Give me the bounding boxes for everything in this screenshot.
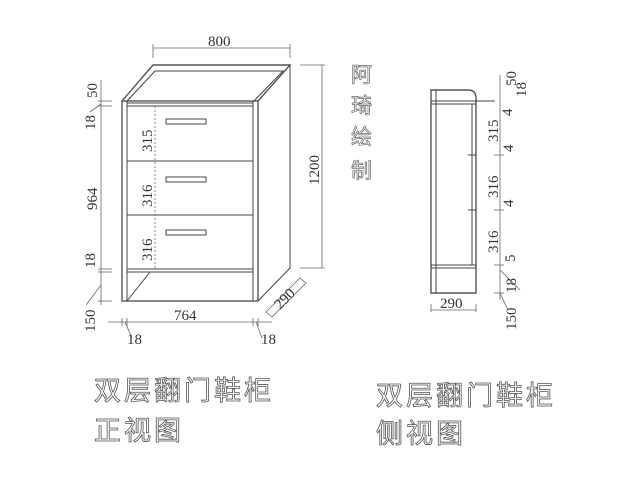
svg-text:琦: 琦 (351, 94, 372, 118)
side-dim-door-1: 315 (486, 120, 502, 143)
cabinet-body (121, 100, 259, 302)
dim-middle-span: 964 (85, 187, 101, 210)
side-dim-gap-2: 4 (501, 144, 517, 152)
side-caption-view: 侧视图 (376, 419, 466, 450)
signature: 阿 琦 绘 制 (351, 63, 373, 184)
dim-overall-height: 1200 (307, 155, 323, 185)
side-dim-bottom-board: 18 (504, 278, 520, 293)
front-caption-view: 正视图 (94, 416, 184, 447)
drawer-handle-1 (165, 118, 207, 125)
svg-text:绘: 绘 (351, 125, 372, 149)
side-dim-top: 50 (504, 71, 520, 86)
dim-door-3: 316 (140, 238, 156, 261)
dim-door-1: 315 (140, 130, 156, 153)
svg-text:制: 制 (351, 159, 372, 183)
front-caption-title: 双层翻门鞋柜 (94, 376, 274, 407)
side-panel (257, 65, 291, 302)
dim-depth: 290 (272, 286, 299, 313)
dim-base: 150 (83, 310, 99, 333)
dim-door-2: 316 (140, 184, 156, 207)
side-dim-top-board: 18 (514, 82, 530, 97)
side-dim-door-3: 316 (486, 230, 502, 253)
dim-overall-width: 800 (208, 34, 231, 50)
front-view: 800 1200 50 18 964 18 150 315 316 316 76… (83, 34, 325, 348)
drawer-handle-2 (165, 176, 207, 183)
side-body (430, 89, 477, 294)
side-caption-title: 双层翻门鞋柜 (376, 381, 556, 412)
dim-top-board: 18 (83, 115, 99, 130)
side-dim-depth: 290 (440, 296, 463, 312)
top-board-outline (121, 64, 292, 102)
side-dim-gap-4: 5 (503, 255, 519, 263)
dim-left-side: 18 (127, 332, 142, 348)
side-dim-door-2: 316 (486, 175, 502, 198)
side-view: 50 18 4 315 4 316 4 316 5 18 150 290 (430, 71, 530, 331)
dim-bottom-board: 18 (83, 253, 99, 268)
side-dim-gap-1: 4 (500, 108, 516, 116)
svg-text:阿: 阿 (351, 63, 372, 87)
drawer-handle-3 (165, 229, 207, 236)
dim-inner-width: 764 (174, 308, 197, 324)
side-dim-base: 150 (504, 308, 520, 331)
side-dim-gap-3: 4 (501, 199, 517, 207)
dim-top: 50 (85, 83, 101, 98)
dim-right-side: 18 (261, 332, 276, 348)
